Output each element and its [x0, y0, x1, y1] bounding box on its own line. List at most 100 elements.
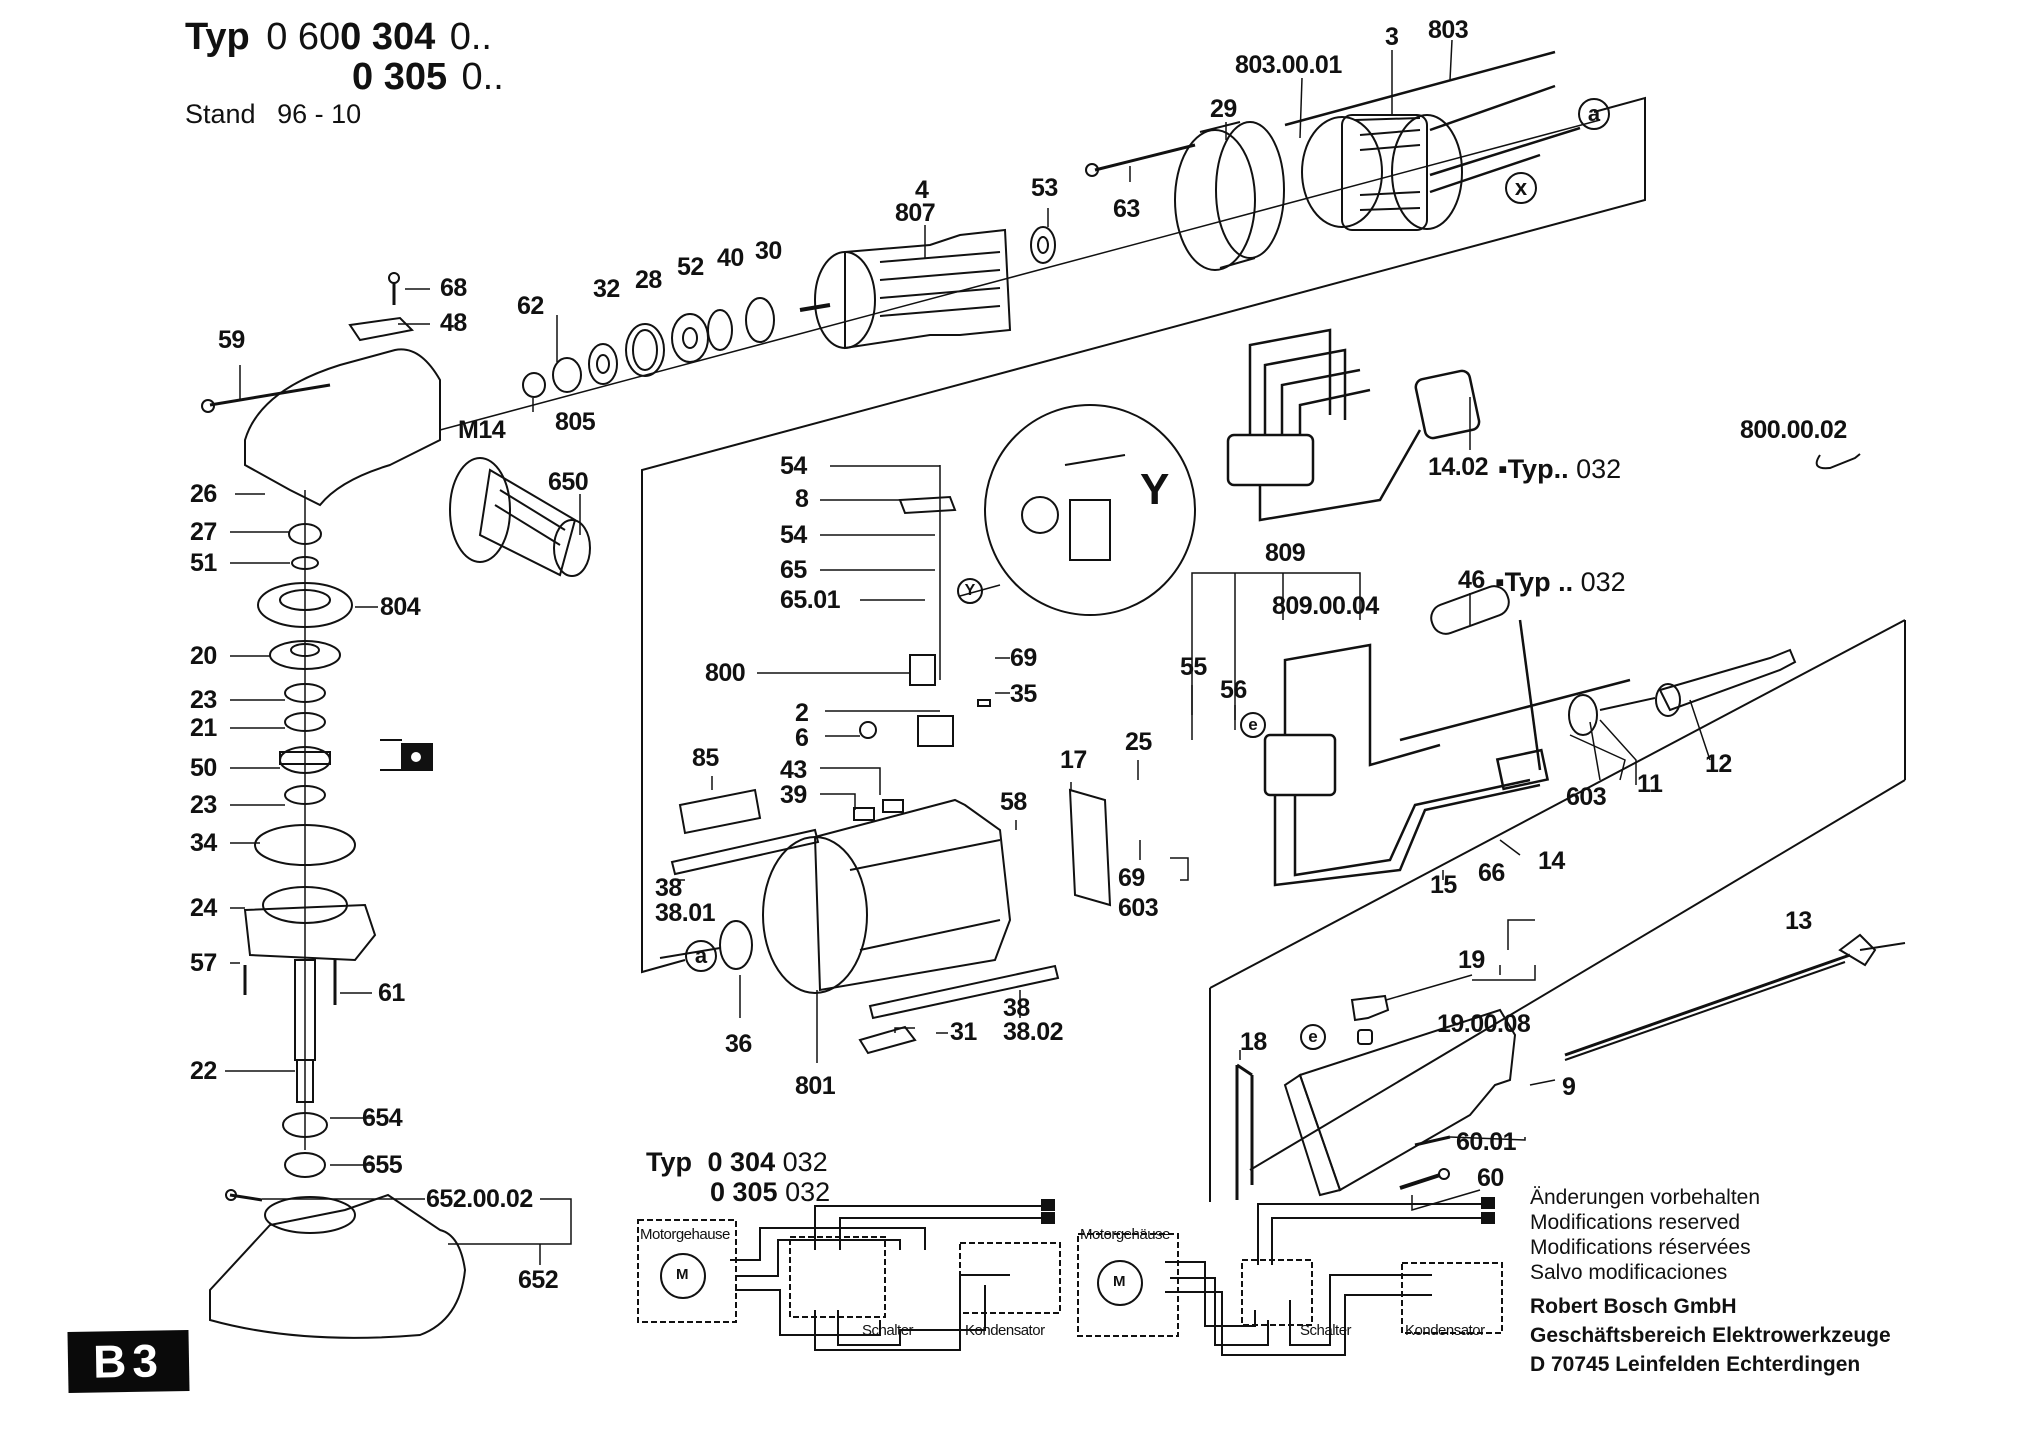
- part-label-43: 43: [780, 756, 807, 784]
- part-label-60: 60: [1477, 1164, 1504, 1192]
- part-label-29: 29: [1210, 95, 1237, 123]
- motor-axis-line: [439, 119, 1601, 431]
- part-label-26: 26: [190, 480, 217, 508]
- part-label-34: 34: [190, 829, 217, 857]
- diagram-1-motor-label: Motorgehause: [640, 1226, 730, 1243]
- stator-part: [1301, 114, 1463, 231]
- variant-note-14-02-value: 032: [1576, 454, 1622, 484]
- part-label-19-00-08: 19.00.08: [1437, 1010, 1531, 1038]
- part-label-800-00-02: 800.00.02: [1740, 416, 1847, 444]
- wiring-type-number-1: 0 304: [707, 1147, 776, 1177]
- variant-note-46: ▪Typ .. 032: [1495, 567, 1626, 598]
- part-label-38-a: 38: [655, 874, 682, 902]
- leader-lines: [225, 39, 1711, 1265]
- gear-housing: [201, 272, 441, 507]
- part-label-13: 13: [1785, 907, 1812, 935]
- wiring-diagram-1: [637, 1199, 1061, 1351]
- part-label-35: 35: [1010, 680, 1037, 708]
- part-label-38-b: 38: [1003, 994, 1030, 1022]
- part-label-807: 807: [895, 199, 936, 227]
- company-address: D 70745 Leinfelden Echterdingen: [1530, 1353, 1861, 1376]
- part-label-65-01: 65.01: [780, 586, 841, 614]
- part-label-8: 8: [795, 485, 809, 513]
- part-label-2: 2: [795, 699, 809, 727]
- modification-note-fr: Modifications réservées: [1530, 1236, 1751, 1259]
- frame-motor-section: [641, 96, 1646, 974]
- bearing-clip-detail: [380, 739, 433, 771]
- type-number-2: 0 305: [352, 56, 448, 98]
- part-label-48: 48: [440, 309, 467, 337]
- variant-note-46-value: 032: [1580, 567, 1626, 597]
- modification-note-de: Änderungen vorbehalten: [1530, 1186, 1761, 1209]
- part-label-3: 3: [1385, 23, 1399, 51]
- part-label-53: 53: [1031, 174, 1058, 202]
- wiring-type-line-1: Typ 0 304 032: [646, 1149, 828, 1176]
- part-label-603-a: 603: [1118, 894, 1159, 922]
- part-label-54-b: 54: [780, 521, 807, 549]
- wiring-typ-label: Typ: [646, 1147, 692, 1177]
- part-label-28: 28: [635, 266, 662, 294]
- part-label-809: 809: [1265, 539, 1306, 567]
- stand-value: 96 - 10: [277, 99, 362, 129]
- part-label-9: 9: [1562, 1073, 1576, 1101]
- diagram-2-motor-label: Motorgehäuse: [1080, 1226, 1170, 1243]
- variant-note-14-02-prefix: ▪Typ..: [1498, 454, 1569, 484]
- part-label-60-01: 60.01: [1456, 1128, 1517, 1156]
- company-name: Robert Bosch GmbH: [1530, 1295, 1737, 1318]
- diagram-2-switch-label: Schalter: [1300, 1322, 1352, 1339]
- stator-wires: [1284, 50, 1581, 194]
- part-label-30: 30: [755, 237, 782, 265]
- part-label-69-a: 69: [1010, 644, 1037, 672]
- part-label-58: 58: [1000, 788, 1027, 816]
- reference-marker-a-bottom: a: [685, 940, 717, 972]
- handle-screws: [1399, 1135, 1451, 1190]
- brush-holder-parts: [859, 465, 991, 747]
- reference-marker-y-small: Y: [957, 578, 983, 604]
- company-division: Geschäftsbereich Elektrowerkzeuge: [1530, 1324, 1891, 1347]
- part-label-69-b: 69: [1118, 864, 1145, 892]
- switch-wiring: [1263, 619, 1631, 887]
- diagram-1-switch-label: Schalter: [862, 1322, 914, 1339]
- modification-note-en: Modifications reserved: [1530, 1211, 1741, 1234]
- part-label-4: 4: [915, 176, 929, 204]
- part-label-12: 12: [1705, 750, 1732, 778]
- diagram-1-capacitor-label: Kondensator: [965, 1322, 1045, 1339]
- wiring-type-line-2: 0 305 032: [710, 1179, 830, 1206]
- switch-capacitor-typ032: [1226, 328, 1481, 522]
- part-label-6: 6: [795, 724, 809, 752]
- spring-800-00-02: [1815, 453, 1861, 470]
- part-label-27: 27: [190, 518, 217, 546]
- part-label-62: 62: [517, 292, 544, 320]
- part-label-809-00-04: 809.00.04: [1272, 592, 1379, 620]
- part-label-801: 801: [795, 1072, 836, 1100]
- variant-note-14-02: ▪Typ.. 032: [1498, 454, 1621, 485]
- wiring-type-suffix-2: 032: [785, 1177, 831, 1207]
- part-label-85: 85: [692, 744, 719, 772]
- part-label-57: 57: [190, 949, 217, 977]
- detail-label-y: Y: [1140, 465, 1170, 514]
- wiring-type-number-2: 0 305: [710, 1177, 778, 1207]
- part-label-40: 40: [717, 244, 744, 272]
- part-label-25: 25: [1125, 728, 1152, 756]
- typ-label: Typ: [185, 16, 250, 58]
- part-label-11: 11: [1637, 770, 1663, 798]
- part-label-20: 20: [190, 642, 217, 670]
- type-suffix-2: 0..: [461, 56, 504, 98]
- part-label-803: 803: [1428, 16, 1469, 44]
- part-label-36: 36: [725, 1030, 752, 1058]
- part-label-61: 61: [378, 979, 405, 1007]
- bearing-53: [1030, 226, 1056, 264]
- part-label-32: 32: [593, 275, 620, 303]
- stand-line: Stand 96 - 10: [185, 101, 361, 128]
- part-label-65: 65: [780, 556, 807, 584]
- part-label-23-a: 23: [190, 686, 217, 714]
- part-label-805: 805: [555, 408, 596, 436]
- part-label-21: 21: [190, 714, 217, 742]
- wheel-guard: [209, 1189, 467, 1339]
- part-label-652: 652: [518, 1266, 559, 1294]
- part-label-m14: M14: [458, 416, 506, 444]
- part-label-56: 56: [1220, 676, 1247, 704]
- auxiliary-handle: [449, 457, 591, 577]
- part-label-655: 655: [362, 1151, 403, 1179]
